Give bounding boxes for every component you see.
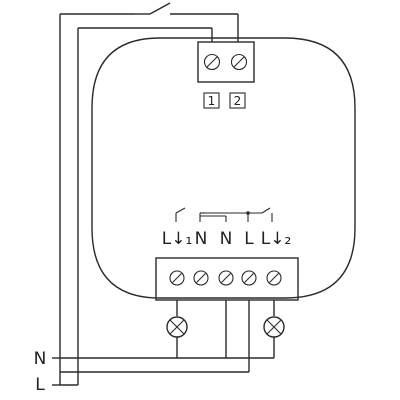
- terminal-label-l2: L↓₂: [261, 229, 292, 249]
- internal-relay: [175, 207, 273, 222]
- lamp-icon: [263, 316, 285, 338]
- output-terminal-block: [155, 257, 299, 301]
- terminal-label-n1: N: [195, 229, 208, 249]
- screw-terminal-icon: [218, 270, 234, 286]
- screw-terminal-icon: [169, 270, 185, 286]
- lamp-icon: [166, 316, 188, 338]
- terminal-1-label: 1: [208, 94, 216, 108]
- device-housing: [91, 37, 356, 299]
- screw-terminal-icon: [203, 53, 221, 71]
- input-terminal-block: [197, 41, 255, 83]
- screw-terminal-icon: [230, 53, 248, 71]
- screw-terminal-icon: [266, 270, 282, 286]
- screw-terminal-icon: [193, 270, 209, 286]
- input-terminal-labels: 1 2: [203, 92, 246, 109]
- terminal-2-label: 2: [234, 94, 242, 108]
- terminal-label-l1: L↓₁: [162, 229, 193, 249]
- neutral-label: N: [34, 349, 47, 369]
- terminal-label-n2: N: [220, 229, 233, 249]
- terminal-label-l: L: [244, 229, 254, 249]
- screw-terminal-icon: [241, 270, 257, 286]
- live-label: L: [35, 375, 45, 395]
- output-terminal-labels: L↓₁ N N L L↓₂: [162, 229, 292, 249]
- external-switch: [134, 2, 239, 42]
